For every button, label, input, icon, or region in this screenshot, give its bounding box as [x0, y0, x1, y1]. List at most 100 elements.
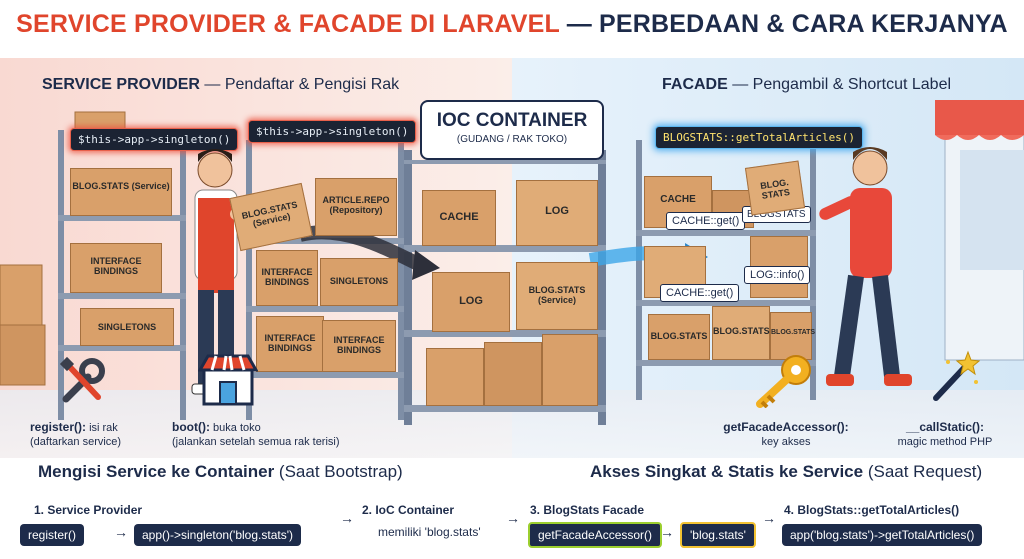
box-interface-bindings-2: INTERFACE BINDINGS — [256, 250, 318, 306]
step1-label: 1. Service Provider — [34, 503, 142, 517]
note-boot-rest: buka toko — [209, 422, 261, 434]
code-chip-singleton-1: $this->app->singleton() — [70, 128, 239, 151]
box-blog-stats-right-2-label: BLOG.STATS — [713, 326, 770, 336]
step2-sub: memiliki 'blog.stats' — [378, 525, 481, 539]
box-singletons: SINGLETONS — [80, 308, 174, 346]
step2-label: 2. IoC Container — [362, 503, 454, 517]
box-blog-stats-center-label: BLOG.STATS (Service) — [528, 285, 586, 306]
step3-pill-accessor: getFacadeAccessor() — [528, 522, 663, 548]
note-register-sub: (daftarkan service) — [30, 435, 122, 448]
magic-wand-icon — [933, 350, 980, 401]
note-accessor-sub: key akses — [761, 435, 811, 448]
box-article-repo: ARTICLE.REPO (Repository) — [315, 178, 397, 236]
box-blog-stats: BLOG.STATS (Service) — [70, 168, 172, 216]
box-cache-center-label: CACHE — [439, 211, 479, 223]
box-interface-bindings-3-label: INTERFACE BINDINGS — [264, 333, 316, 354]
tag-cache-get-1: CACHE::get() — [666, 212, 746, 230]
right-heading-rest: — Pengambil & Shortcut Label — [727, 76, 952, 93]
held-box-left-label: BLOG.STATS (Service) — [240, 199, 299, 230]
box-plain-3 — [542, 334, 598, 406]
note-boot-sub: (jalankan setelah semua rak terisi) — [172, 435, 340, 448]
note-register-bold: register(): — [30, 420, 87, 434]
note-boot-bold: boot(): — [172, 420, 210, 434]
step4-pill-call: app('blog.stats')->getTotalArticles() — [782, 524, 983, 546]
title-part-2: — PERBEDAAN & CARA KERJANYA — [559, 10, 1008, 38]
box-plain-2 — [484, 342, 542, 406]
step1-pill-register: register() — [20, 524, 85, 546]
step4-label: 4. BlogStats::getTotalArticles() — [784, 503, 959, 517]
box-log2-center-label: LOG — [459, 295, 483, 307]
tag-log-info: LOG::info() — [744, 266, 811, 284]
step4-arrow: → — [762, 510, 776, 526]
box-log-center: LOG — [516, 180, 598, 246]
center-shelf — [404, 150, 606, 425]
box-interface-bindings-2-label: INTERFACE BINDINGS — [261, 267, 313, 288]
wrench-screwdriver-icon — [59, 356, 105, 403]
box-blog-stats-right-3-label: BLOG.STATS — [771, 329, 816, 336]
box-interface-bindings-4-label: INTERFACE BINDINGS — [333, 335, 385, 356]
step3-arrow: → — [506, 510, 520, 526]
right-heading: FACADE — Pengambil & Shortcut Label — [662, 76, 951, 94]
note-facade-accessor: getFacadeAccessor(): key akses — [716, 420, 856, 450]
note-boot: boot(): buka toko (jalankan setelah semu… — [172, 420, 340, 450]
box-blog-stats-right-2: BLOG.STATS — [712, 306, 770, 360]
box-article-repo-label: ARTICLE.REPO (Repository) — [322, 195, 390, 216]
box-interface-bindings: INTERFACE BINDINGS — [70, 243, 162, 293]
left-heading-rest: — Pendaftar & Pengisi Rak — [199, 76, 400, 93]
box-singletons-2: SINGLETONS — [320, 258, 398, 306]
held-box-right-label: BLOG. STATS — [759, 177, 791, 202]
step1-arrow: → — [114, 524, 128, 540]
note-callstatic-bold: __callStatic(): — [905, 420, 985, 434]
worker-right-figure — [819, 147, 912, 386]
box-log2-center: LOG — [432, 272, 510, 332]
step2-label-text: 2. IoC Container — [362, 503, 455, 517]
box-plain-1 — [426, 348, 484, 406]
box-blog-stats-right-1-label: BLOG.STATS — [650, 331, 708, 341]
code-chip-singleton-2: $this->app->singleton() — [248, 120, 417, 143]
bottom-right-heading-rest: (Saat Request) — [863, 462, 983, 481]
step2-arrow: → — [340, 510, 354, 526]
box-cache-center: CACHE — [422, 190, 496, 246]
bottom-left-heading-bold: Mengisi Service ke Container — [38, 462, 275, 481]
step3-inner-arrow: → — [660, 524, 674, 540]
ioc-subtitle: (GUDANG / RAK TOKO) — [456, 134, 568, 145]
step4-label-text: 4. BlogStats::getTotalArticles() — [784, 503, 960, 517]
box-interface-bindings-3: INTERFACE BINDINGS — [256, 316, 324, 372]
title-part-1: SERVICE PROVIDER & FACADE DI LARAVEL — [16, 10, 560, 38]
tag-cache-get-2: CACHE::get() — [660, 284, 740, 302]
box-blog-stats-label: BLOG.STATS (Service) — [72, 181, 170, 191]
step3-pill-blogstats: 'blog.stats' — [680, 522, 756, 548]
box-interface-bindings-label: INTERFACE BINDINGS — [90, 256, 142, 277]
shop-icon — [198, 354, 258, 406]
box-blog-stats-center: BLOG.STATS (Service) — [516, 262, 598, 330]
bottom-right-heading: Akses Singkat & Statis ke Service (Saat … — [590, 462, 982, 482]
key-icon — [756, 355, 811, 408]
note-register: register(): isi rak (daftarkan service) — [30, 420, 121, 450]
left-heading: SERVICE PROVIDER — Pendaftar & Pengisi R… — [42, 76, 399, 94]
box-blog-stats-right-3: BLOG.STATS — [770, 312, 816, 360]
right-heading-bold: FACADE — [662, 76, 728, 93]
box-cache-right-label: CACHE — [660, 194, 696, 205]
note-callstatic: __callStatic(): magic method PHP — [880, 420, 1010, 450]
bottom-right-heading-bold: Akses Singkat & Statis ke Service — [590, 462, 864, 481]
box-log-center-label: LOG — [545, 205, 569, 217]
step1-label-text: 1. Service Provider — [34, 503, 143, 517]
bottom-left-heading: Mengisi Service ke Container (Saat Boots… — [38, 462, 403, 482]
ioc-container-label: IOC CONTAINER (GUDANG / RAK TOKO) — [420, 100, 604, 160]
left-shelf-2 — [246, 140, 404, 420]
note-accessor-bold: getFacadeAccessor(): — [723, 420, 849, 434]
note-register-rest: isi rak — [86, 422, 118, 434]
left-heading-bold: SERVICE PROVIDER — [42, 76, 200, 93]
note-callstatic-sub: magic method PHP — [897, 435, 993, 448]
box-singletons-2-label: SINGLETONS — [329, 276, 389, 286]
ioc-title: IOC CONTAINER — [436, 110, 588, 131]
kiosk — [935, 100, 1024, 361]
box-singletons-label: SINGLETONS — [97, 322, 157, 332]
step3-label: 3. BlogStats Facade — [530, 503, 644, 517]
page-title: SERVICE PROVIDER & FACADE DI LARAVEL — P… — [0, 10, 1024, 39]
left-shelf-1 — [58, 130, 186, 420]
right-shelf — [636, 140, 816, 400]
code-chip-getTotalArticles: BLOGSTATS::getTotalArticles() — [655, 126, 864, 149]
bottom-left-heading-rest: (Saat Bootstrap) — [274, 462, 403, 481]
held-box-right: BLOG. STATS — [744, 160, 806, 216]
